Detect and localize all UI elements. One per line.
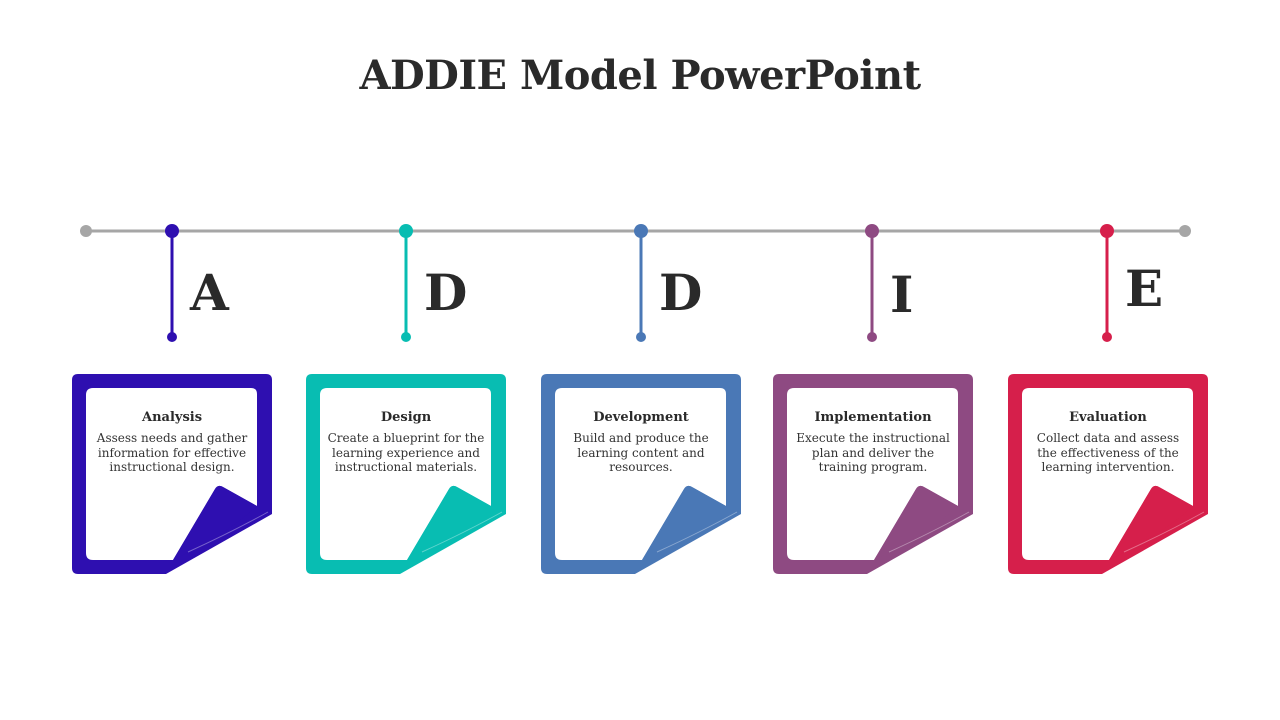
timeline-end-dot (1179, 225, 1191, 237)
card-paper (86, 388, 257, 560)
timeline-node (165, 224, 179, 238)
page-curl-highlight (187, 511, 269, 553)
card-description: Assess needs and gather information for … (96, 431, 248, 474)
page-curl (1109, 485, 1193, 560)
page-curl-highlight (656, 511, 738, 553)
connector-end-dot (401, 332, 411, 342)
card-description: Build and produce the learning content a… (573, 431, 709, 474)
card-paper (787, 388, 958, 560)
card-shape (1008, 374, 1208, 574)
connector-end-dot (867, 332, 877, 342)
step-letter: I (890, 265, 914, 324)
card-title: Evaluation (1069, 410, 1147, 425)
card-paper (320, 388, 491, 560)
timeline-start-dot (80, 225, 92, 237)
step-letter: A (190, 263, 229, 322)
card-shape (306, 374, 506, 574)
page-curl-highlight (888, 511, 970, 553)
page-curl (173, 485, 257, 560)
card-description: Create a blueprint for the learning expe… (327, 431, 485, 474)
timeline-node (865, 224, 879, 238)
page-curl-highlight (421, 511, 503, 553)
connector-end-dot (167, 332, 177, 342)
card-description: Execute the instructional plan and deliv… (796, 431, 950, 474)
card-shape (72, 374, 272, 574)
card-description: Collect data and assess the effectivenes… (1036, 431, 1180, 474)
card-title: Analysis (141, 410, 203, 425)
step-letter: D (424, 263, 468, 322)
card-title: Design (380, 410, 432, 425)
card-shape (773, 374, 973, 574)
step-markers (165, 224, 1114, 342)
card-paper (1022, 388, 1193, 560)
timeline-node (1100, 224, 1114, 238)
connector-end-dot (1102, 332, 1112, 342)
page-curl-highlight (1123, 511, 1205, 553)
page-curl (642, 485, 726, 560)
card-shape (541, 374, 741, 574)
card-title: Implementation (814, 410, 932, 425)
card-paper (555, 388, 726, 560)
page-curl (407, 485, 491, 560)
step-letter: D (659, 263, 703, 322)
timeline-node (634, 224, 648, 238)
connector-end-dot (636, 332, 646, 342)
timeline-node (399, 224, 413, 238)
page-curl (874, 485, 958, 560)
step-letter: E (1125, 259, 1164, 318)
slide-title: ADDIE Model PowerPoint (359, 52, 921, 99)
card-title: Development (593, 410, 689, 425)
